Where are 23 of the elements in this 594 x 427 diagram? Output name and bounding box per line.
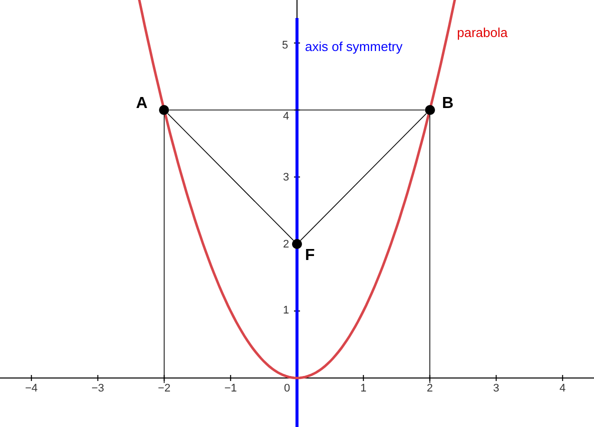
tick-label: −2 [158, 384, 170, 394]
tick-label: 0 [284, 384, 290, 394]
tick-label: 2 [426, 384, 433, 394]
tick-label: −4 [25, 384, 38, 394]
tick-label: 1 [282, 306, 290, 316]
axis-label: axis of symmetry [305, 40, 403, 53]
tick-label: 4 [282, 112, 290, 122]
segment-line [167, 113, 294, 241]
point-label: B [442, 96, 454, 112]
point-label: A [136, 96, 148, 112]
tick-label: 2 [282, 240, 290, 250]
tick-label: 1 [360, 384, 366, 394]
tick-label: 5 [282, 40, 288, 52]
tick-label: −3 [92, 384, 104, 394]
curve-label: parabola [457, 26, 508, 39]
segment-line [429, 114, 430, 384]
tick-label: 4 [560, 384, 566, 394]
point-label: F [305, 248, 315, 264]
tick-label: 3 [493, 384, 500, 394]
segment-line [300, 113, 427, 241]
segment-line [164, 114, 165, 384]
tick-label: −1 [224, 384, 237, 394]
tick-label: 3 [282, 172, 290, 184]
